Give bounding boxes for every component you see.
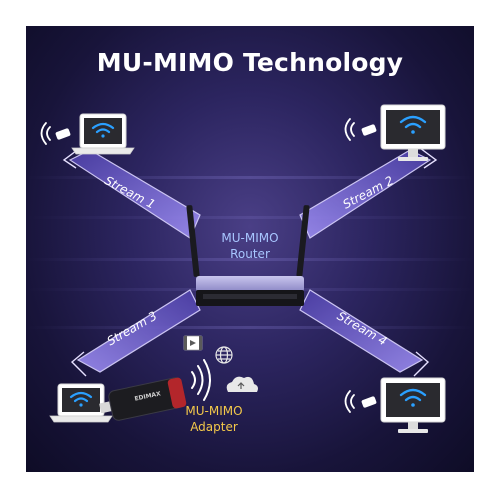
signal-waves-icon (344, 390, 355, 413)
wifi-icon (399, 388, 427, 407)
diagram-title: MU-MIMO Technology (96, 48, 404, 77)
wifi-icon (69, 391, 93, 407)
usb-dongle-icon (361, 124, 377, 136)
cloud-icon (226, 376, 258, 392)
adapter-label-line1: MU-MIMO (185, 404, 242, 418)
router-icon (186, 205, 310, 306)
router-label-line2: Router (230, 247, 270, 261)
usb-dongle-icon (361, 396, 377, 408)
signal-waves-icon (191, 359, 211, 401)
signal-waves-icon (344, 118, 355, 141)
signal-waves-icon (40, 122, 51, 145)
usb-adapter-icon (99, 377, 187, 421)
usb-dongle-icon (55, 128, 71, 140)
wifi-icon (399, 115, 427, 134)
router-label-line1: MU-MIMO (221, 231, 278, 245)
video-icon (183, 335, 203, 351)
adapter-label-line2: Adapter (190, 420, 238, 434)
monitor-icon (380, 104, 446, 161)
wifi-icon (91, 122, 115, 138)
laptop-icon (71, 113, 135, 155)
globe-icon (215, 346, 233, 364)
monitor-icon (380, 377, 446, 433)
